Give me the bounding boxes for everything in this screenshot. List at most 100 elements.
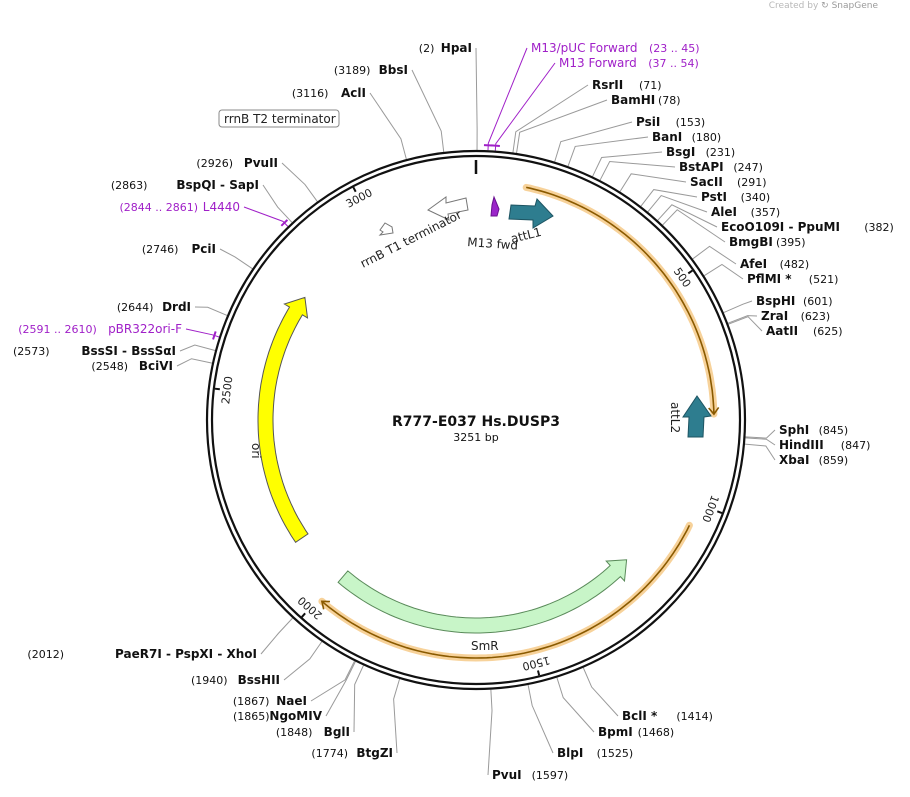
enzyme-leader — [554, 121, 633, 162]
rrnb-t2-label: rrnB T2 terminator — [224, 112, 336, 126]
primer-mark — [491, 144, 500, 148]
enzyme-position: (1940) — [191, 674, 228, 687]
enzyme-site-btgzi[interactable]: BtgZI(1774) — [311, 746, 393, 760]
enzyme-position: (153) — [676, 116, 706, 129]
enzyme-name: PvuII — [244, 156, 278, 170]
enzyme-position: (2644) — [117, 301, 154, 314]
enzyme-site-afei[interactable]: AfeI(482) — [740, 257, 809, 271]
ori-feature[interactable] — [257, 296, 309, 543]
enzyme-leader — [516, 99, 608, 154]
enzyme-name: RsrII — [592, 78, 623, 92]
enzyme-site-pflmi[interactable]: PflMI *(521) — [747, 272, 838, 286]
enzyme-name: PsiI — [636, 115, 660, 129]
enzyme-site-bstapi[interactable]: BstAPI(247) — [679, 160, 763, 174]
enzyme-site-hindiii[interactable]: HindIII(847) — [779, 438, 870, 452]
enzyme-site-xbai[interactable]: XbaI(859) — [779, 453, 848, 467]
enzyme-site-bspqi-sapi[interactable]: BspQI - SapI(2863) — [111, 178, 259, 192]
enzyme-site-paer7i-pspxi-xhoi[interactable]: PaeR7I - PspXI - XhoI(2012) — [27, 647, 257, 661]
enzyme-site-bpmi[interactable]: BpmI(1468) — [598, 725, 674, 739]
enzyme-name: PaeR7I - PspXI - XhoI — [115, 647, 257, 661]
enzyme-name: BtgZI — [356, 746, 393, 760]
enzyme-leader — [475, 47, 478, 151]
enzyme-name: BciVI — [139, 359, 173, 373]
enzyme-name: ZraI — [761, 309, 788, 323]
enzyme-site-pvui[interactable]: PvuI(1597) — [492, 768, 568, 782]
primer-name: L4440 — [203, 200, 240, 214]
enzyme-site-sacii[interactable]: SacII(291) — [690, 175, 767, 189]
enzyme-name: BbsI — [379, 63, 408, 77]
enzyme-leader — [260, 617, 293, 655]
enzyme-name: AatII — [766, 324, 798, 338]
orf-arrowhead — [320, 600, 330, 610]
enzyme-site-pvuii[interactable]: PvuII (2926) — [196, 156, 278, 170]
enzyme-site-bmgbi[interactable]: BmgBI(395) — [729, 235, 806, 249]
enzyme-position: (395) — [776, 236, 806, 249]
primer-site-pbr322ori-f[interactable]: pBR322ori-F(2591 .. 2610) — [18, 322, 182, 336]
enzyme-position: (2746) — [142, 243, 179, 256]
enzyme-site-zrai[interactable]: ZraI(623) — [761, 309, 830, 323]
enzyme-site-bbsi[interactable]: BbsI(3189) — [334, 63, 408, 77]
enzyme-site-acli[interactable]: AclI(3116) — [292, 86, 366, 100]
enzyme-leader — [582, 667, 619, 717]
enzyme-site-aatii[interactable]: AatII (625) — [766, 324, 843, 338]
enzyme-position: (601) — [803, 295, 833, 308]
enzyme-position: (482) — [780, 258, 810, 271]
enzyme-name: PstI — [701, 190, 727, 204]
rrnb-t1-feature[interactable] — [427, 196, 469, 221]
orf-line — [526, 186, 715, 415]
enzyme-leader — [567, 136, 649, 167]
primer-position: (2591 .. 2610) — [18, 323, 97, 336]
primer-site-m13-forward[interactable]: M13 Forward(37 .. 54) — [559, 56, 699, 70]
rrnb-t2-label-box: rrnB T2 terminator — [218, 109, 340, 128]
enzyme-position: (2926) — [196, 157, 233, 170]
enzyme-name: BssSI - BssSαI — [81, 344, 176, 358]
enzyme-site-rsrii[interactable]: RsrII(71) — [592, 78, 662, 92]
enzyme-site-sphi[interactable]: SphI(845) — [779, 423, 848, 437]
attl2-feature[interactable] — [682, 395, 712, 438]
primer-leader — [185, 328, 220, 338]
tick-mark — [536, 670, 541, 676]
enzyme-leader — [176, 358, 213, 367]
snapgene-credit: Created by ↻ SnapGene — [769, 1, 878, 11]
primer-mark — [280, 219, 289, 227]
enzyme-leader — [662, 209, 726, 243]
rrnb-t2-feature[interactable] — [378, 222, 394, 236]
enzyme-site-bcli[interactable]: BclI *(1414) — [622, 709, 713, 723]
smr-feature[interactable] — [337, 559, 628, 634]
primer-name: M13/pUC Forward — [531, 41, 638, 55]
enzyme-site-psti[interactable]: PstI(340) — [701, 190, 770, 204]
enzyme-site-bsgi[interactable]: BsgI(231) — [666, 145, 735, 159]
enzyme-site-hpai[interactable]: HpaI(2) — [419, 41, 472, 55]
enzyme-name: BanI — [652, 130, 682, 144]
enzyme-site-pcii[interactable]: PciI(2746) — [142, 242, 216, 256]
enzyme-site-ngomiv[interactable]: NgoMIV(1865) — [233, 709, 323, 723]
enzyme-site-bgli[interactable]: BglI(1848) — [276, 725, 350, 739]
enzyme-site-bsphi[interactable]: BspHI(601) — [756, 294, 833, 308]
enzyme-site-blpi[interactable]: BlpI(1525) — [557, 746, 633, 760]
enzyme-site-bcivi[interactable]: BciVI(2548) — [91, 359, 173, 373]
plasmid-length: 3251 bp — [453, 431, 498, 444]
primer-site-m13-puc-forward[interactable]: M13/pUC Forward(23 .. 45) — [531, 41, 700, 55]
enzyme-site-drdi[interactable]: DrdI(2644) — [117, 300, 191, 314]
enzyme-position: (2573) — [13, 345, 50, 358]
enzyme-position: (625) — [813, 325, 843, 338]
enzyme-site-bsssi-bsss-i[interactable]: BssSI - BssSαI (2573) — [13, 344, 176, 358]
enzyme-site-bsshii[interactable]: BssHII(1940) — [191, 673, 280, 687]
enzyme-site-bani[interactable]: BanI(180) — [652, 130, 721, 144]
enzyme-site-ecoo109i-ppumi[interactable]: EcoO109I - PpuMI(382) — [721, 220, 894, 234]
enzyme-position: (2863) — [111, 179, 148, 192]
primer-leader — [487, 47, 528, 151]
tick-mark — [214, 387, 220, 391]
enzyme-site-naei[interactable]: NaeI(1867) — [233, 694, 307, 708]
enzyme-site-alei[interactable]: AleI(357) — [711, 205, 780, 219]
tick-mark — [352, 186, 357, 193]
attl1-feature[interactable] — [508, 198, 554, 229]
enzyme-site-bamhi[interactable]: BamHI(78) — [611, 93, 681, 107]
primer-site-l4440[interactable]: L4440(2844 .. 2861) — [119, 200, 240, 214]
enzyme-position: (847) — [841, 439, 871, 452]
backbone-outer — [205, 149, 747, 691]
enzyme-leader — [325, 661, 356, 717]
m13fwd-feature[interactable] — [490, 195, 500, 217]
enzyme-site-psii[interactable]: PsiI (153) — [636, 115, 705, 129]
